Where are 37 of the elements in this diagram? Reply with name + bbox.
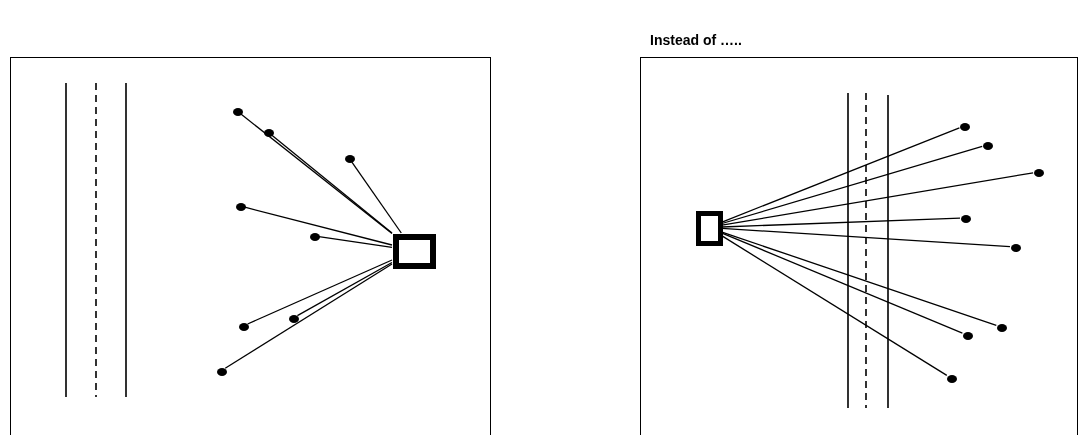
- line: [721, 235, 948, 377]
- dot: [345, 155, 355, 163]
- dot: [239, 323, 249, 331]
- line: [721, 232, 964, 334]
- line: [318, 236, 393, 249]
- panel-frame: [640, 57, 1078, 435]
- line: [271, 134, 393, 234]
- line: [721, 127, 961, 223]
- dot: [1011, 244, 1021, 252]
- dot: [236, 203, 246, 211]
- line: [721, 172, 1034, 226]
- dot: [1034, 169, 1044, 177]
- dot: [963, 332, 973, 340]
- line: [721, 227, 1011, 248]
- dot: [947, 375, 957, 383]
- line: [240, 113, 393, 235]
- square-symbol: [393, 234, 436, 269]
- panel-frame: [10, 57, 491, 435]
- dot: [310, 233, 320, 241]
- dot: [960, 123, 970, 131]
- line: [721, 217, 961, 228]
- line: [246, 259, 393, 325]
- dot: [233, 108, 243, 116]
- line: [296, 261, 393, 317]
- line: [721, 145, 983, 225]
- dot: [983, 142, 993, 150]
- dot: [264, 129, 274, 137]
- line: [721, 231, 997, 327]
- dot: [289, 315, 299, 323]
- heading-text: Instead of …..: [650, 32, 742, 48]
- dot: [997, 324, 1007, 332]
- dot: [961, 215, 971, 223]
- dot: [217, 368, 227, 376]
- line: [244, 206, 393, 246]
- line: [351, 161, 402, 234]
- line: [224, 263, 393, 369]
- square-symbol: [696, 211, 723, 246]
